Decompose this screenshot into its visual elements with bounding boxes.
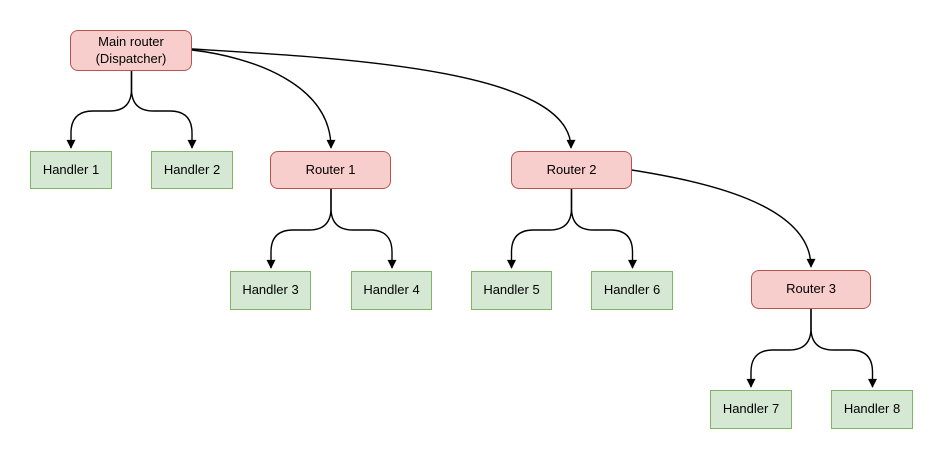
node-main-router: Main router (Dispatcher) (70, 30, 192, 71)
node-handler-4: Handler 4 (351, 271, 432, 310)
node-handler-7: Handler 7 (710, 390, 792, 429)
node-handler-5: Handler 5 (471, 271, 552, 310)
node-handler-6: Handler 6 (591, 271, 673, 310)
node-router-2: Router 2 (511, 151, 632, 189)
edge-main-router-to-handler2 (130, 71, 197, 149)
edge-main-router-to-router2 (191, 48, 576, 149)
edge-router2-to-router3 (631, 169, 816, 268)
node-router-3: Router 3 (751, 270, 871, 309)
edge-router3-to-handler7 (746, 309, 812, 388)
edge-main-router-to-handler1 (66, 71, 133, 149)
node-handler-8: Handler 8 (831, 390, 913, 429)
edge-router3-to-handler8 (810, 309, 877, 388)
edge-main-router-to-router1 (191, 49, 336, 149)
edge-router1-to-handler3 (266, 189, 332, 269)
node-handler-3: Handler 3 (230, 271, 311, 310)
edge-router2-to-handler5 (507, 189, 573, 269)
node-handler-1: Handler 1 (30, 151, 112, 189)
node-handler-2: Handler 2 (151, 151, 233, 189)
edge-router1-to-handler4 (330, 189, 397, 269)
edge-router2-to-handler6 (570, 189, 637, 269)
node-router-1: Router 1 (270, 151, 391, 189)
